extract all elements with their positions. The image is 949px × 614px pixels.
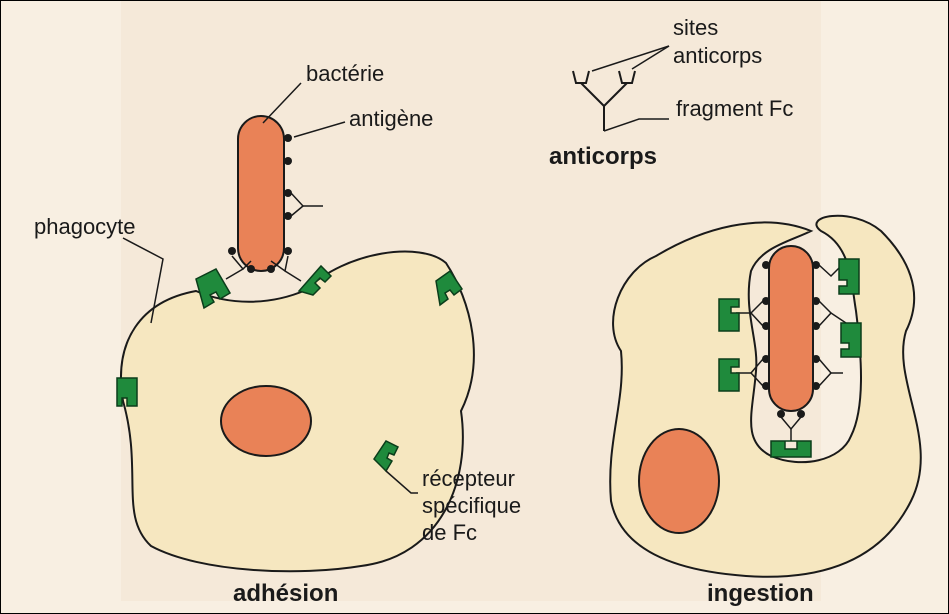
bacterium-right xyxy=(769,246,813,411)
receptor-icon xyxy=(841,323,861,357)
bacterium-left xyxy=(238,116,284,271)
caption-anticorps: anticorps xyxy=(549,143,657,170)
receptor-icon xyxy=(839,259,859,294)
label-recepteur-1: récepteur xyxy=(422,466,515,491)
label-phagocyte: phagocyte xyxy=(34,214,136,239)
label-recepteur-3: de Fc xyxy=(422,520,477,545)
label-recepteur-2: spécifique xyxy=(422,493,521,518)
caption-ingestion: ingestion xyxy=(707,580,814,607)
label-sites-2: anticorps xyxy=(673,43,762,68)
receptor-icon xyxy=(719,359,739,391)
receptor-icon xyxy=(117,378,137,406)
label-antigene: antigène xyxy=(349,106,433,131)
label-fragment: fragment Fc xyxy=(676,96,793,121)
nucleus-left xyxy=(221,386,311,456)
caption-adhesion: adhésion xyxy=(233,580,338,607)
label-sites-1: sites xyxy=(673,15,718,40)
nucleus-right xyxy=(639,429,719,533)
label-bacterie: bactérie xyxy=(306,61,384,86)
receptor-icon xyxy=(719,299,739,331)
